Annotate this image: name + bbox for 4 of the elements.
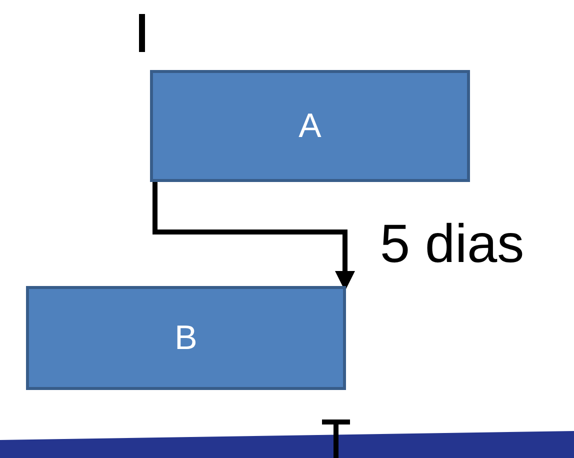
task-bar xyxy=(26,286,346,390)
bar-label: A xyxy=(298,106,322,146)
bar-label: B xyxy=(174,318,198,358)
task-bar xyxy=(150,70,470,182)
